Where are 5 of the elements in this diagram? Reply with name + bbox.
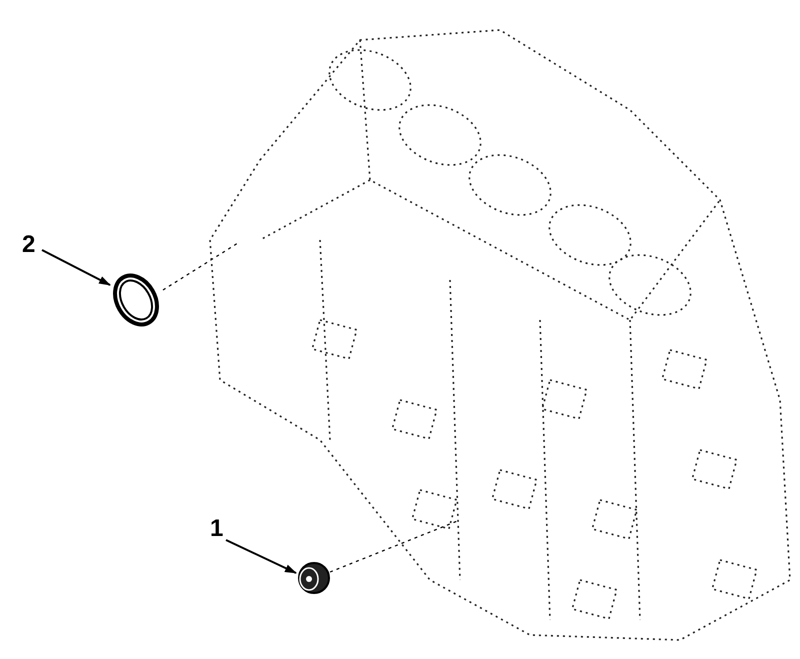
callout-number: 2 (22, 231, 36, 258)
assembly-line (162, 242, 238, 290)
leader-arrow (226, 539, 297, 574)
callout-number: 1 (210, 515, 224, 542)
leader-arrow (42, 249, 111, 286)
